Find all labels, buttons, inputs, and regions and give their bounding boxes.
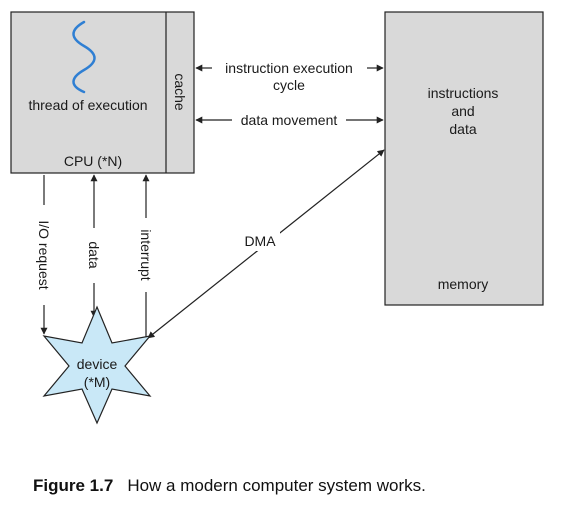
cpu-box <box>10 11 195 174</box>
memory-contents-line3: data <box>449 121 476 137</box>
memory-label: memory <box>438 276 489 292</box>
figure-number: Figure 1.7 <box>33 476 114 495</box>
data-link: data <box>86 174 102 318</box>
cache-label: cache <box>172 73 188 111</box>
io-request-label: I/O request <box>36 220 52 289</box>
io-request-link: I/O request <box>36 175 52 335</box>
data-label: data <box>86 241 102 268</box>
device-star <box>42 305 152 425</box>
figure-caption: Figure 1.7 How a modern computer system w… <box>33 476 426 496</box>
thread-of-execution-label: thread of execution <box>28 97 147 113</box>
device-label-line1: device <box>77 356 118 372</box>
data-movement-label: data movement <box>241 112 338 128</box>
memory-contents-line1: instructions <box>428 85 499 101</box>
interrupt-link: interrupt <box>138 174 154 338</box>
data-movement-link: data movement <box>195 112 384 128</box>
interrupt-label: interrupt <box>138 229 154 280</box>
figure-caption-text: How a modern computer system works. <box>127 476 426 495</box>
instruction-cycle-link: instruction execution cycle <box>195 60 384 93</box>
thread-wave-icon <box>72 20 96 94</box>
dma-label: DMA <box>244 233 276 249</box>
memory-contents-line2: and <box>451 103 474 119</box>
computer-system-diagram: thread of execution CPU (*N) cache instr… <box>10 11 544 425</box>
memory-box <box>384 11 544 306</box>
instruction-cycle-label-line2: cycle <box>273 77 305 93</box>
device-block: device (*M) <box>42 305 152 425</box>
cpu-block: thread of execution CPU (*N) cache <box>10 11 195 174</box>
memory-block: instructions and data memory <box>384 11 544 306</box>
device-label-line2: (*M) <box>84 374 110 390</box>
instruction-cycle-label-line1: instruction execution <box>225 60 353 76</box>
cpu-label: CPU (*N) <box>64 153 122 169</box>
dma-link: DMA <box>147 149 385 339</box>
